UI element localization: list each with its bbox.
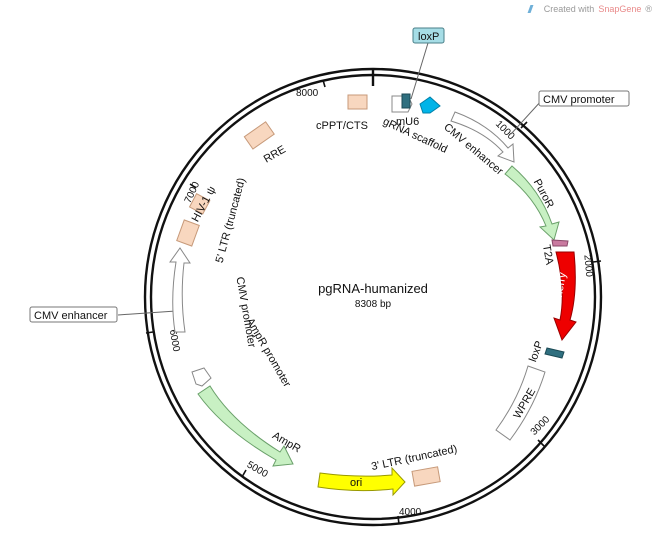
tick-4000: [397, 515, 400, 525]
callout-box-cmv-enhancer: [29, 306, 118, 323]
backbone-inner: [149, 73, 597, 521]
watermark-mark: ®: [645, 4, 652, 14]
feature-cmv-left: [169, 247, 191, 333]
label-mu6: mU6: [396, 116, 419, 128]
tick-8000: [322, 79, 326, 88]
feature-ampr: [197, 385, 294, 467]
callout-label-cmv-promoter: CMV promoter: [543, 94, 615, 106]
feature-loxp-right: [544, 347, 565, 359]
tick-label-4000: 4000: [399, 507, 422, 518]
feature-cppt-cts: [347, 94, 368, 110]
feature-cmv-enhancer-right: [450, 111, 515, 163]
plasmid-size: 8308 bp: [355, 299, 392, 310]
feature-grna-scaffold: [419, 96, 441, 114]
tick-1000: [520, 121, 528, 129]
tick-2000: [592, 260, 602, 263]
label-rre: RRE: [262, 144, 288, 166]
plasmid-name: pgRNA-humanized: [318, 281, 428, 296]
feature-3ltr: [411, 466, 441, 487]
backbone-outer: [143, 67, 603, 527]
feature-rre: [243, 121, 275, 150]
snapgene-watermark: Created with SnapGene®: [527, 4, 652, 14]
label-3ltr: 3' LTR (truncated): [370, 443, 458, 473]
tick-7000: [189, 183, 197, 189]
callout-box-cmv-promoter: [538, 90, 630, 107]
feature-t2a: [551, 239, 569, 247]
feature-ampr-promoter: [191, 367, 212, 387]
feature-puror: [504, 165, 560, 241]
tick-label-8000: 8000: [296, 88, 319, 99]
callout-line-cmv-promoter: [510, 99, 543, 135]
feature-ori: [317, 466, 406, 497]
feature-hiv-psi: [188, 192, 211, 215]
label-cmv-promoter-left: CMV promoter: [233, 276, 257, 349]
feature-5ltr: [176, 219, 200, 247]
tick-marks: [145, 79, 602, 525]
feature-mcherry: [553, 251, 577, 342]
tick-3000: [537, 439, 545, 447]
tick-5000: [241, 469, 247, 478]
label-ori: ori: [350, 477, 362, 489]
feature-wpre: [495, 365, 546, 441]
feature-loxp-top: [401, 93, 411, 109]
label-loxp-right: loxP: [527, 339, 546, 363]
callout-line-cmv-enhancer: [117, 310, 177, 316]
callout-line-loxp: [410, 42, 429, 100]
callout-box-loxp: [412, 27, 445, 44]
callout-label-cmv-enhancer: CMV enhancer: [34, 310, 108, 322]
tick-6000: [145, 331, 154, 334]
watermark-brand: SnapGene: [598, 4, 642, 14]
label-5ltr: 5' LTR (truncated): [214, 177, 248, 265]
callout-label-loxp: loxP: [418, 31, 439, 43]
tick-label-6000: 6000: [167, 329, 182, 353]
label-cppt-cts: cPPT/CTS: [316, 120, 368, 132]
tick-label-5000: 5000: [245, 459, 270, 480]
watermark-prefix: Created with: [543, 4, 595, 14]
tick-label-2000: 2000: [581, 254, 594, 278]
label-t2a: T2A: [540, 244, 555, 267]
